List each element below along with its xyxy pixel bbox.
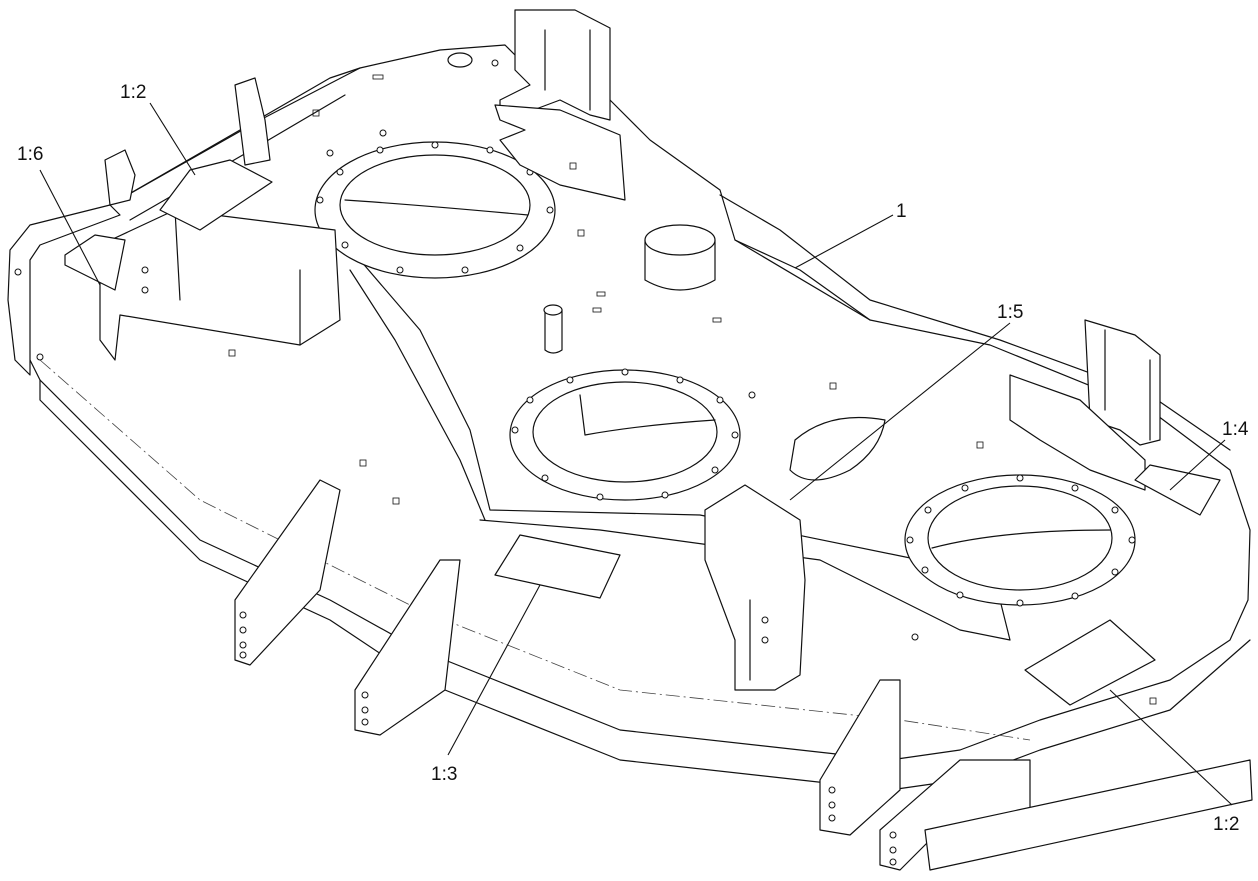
pivot-pin	[543, 304, 563, 354]
leader-1-3	[447, 584, 541, 756]
decal-1-6-shape	[64, 234, 126, 291]
front-arm-5	[879, 759, 1253, 871]
callout-1-5: 1:5	[997, 302, 1023, 323]
front-arm-3	[704, 484, 806, 691]
spindle-ring-center	[509, 368, 741, 501]
leader-1-2-bottom	[1109, 689, 1233, 806]
front-arm-4	[819, 679, 901, 836]
callout-1: 1	[896, 201, 907, 222]
leader-lines	[39, 102, 1233, 806]
idler-boss	[644, 224, 716, 291]
leader-1	[794, 214, 894, 269]
spindle-ring-right	[904, 474, 1136, 607]
callout-1-2-bottom: 1:2	[1213, 814, 1239, 835]
decal-1-2-bottom-shape	[1024, 619, 1156, 706]
left-hanger-bracket	[99, 77, 341, 361]
callout-1-3: 1:3	[431, 764, 457, 785]
spindle-ring-left	[314, 141, 556, 279]
oval-cover	[789, 416, 886, 481]
callout-1-4: 1:4	[1222, 419, 1249, 440]
leader-1-6	[39, 169, 101, 286]
grease-fitting	[447, 52, 473, 68]
decal-1-4-shape	[1134, 464, 1221, 516]
leader-1-5	[789, 322, 1011, 501]
rear-bracket-top	[494, 9, 626, 201]
rear-bracket-right	[1009, 319, 1161, 491]
decal-1-3-shape	[494, 534, 621, 599]
decal-1-2-top-shape	[159, 159, 273, 231]
front-arm-2	[354, 559, 461, 736]
callout-1-2-top: 1:2	[120, 82, 146, 103]
leader-1-4	[1169, 439, 1226, 491]
leader-1-2-top	[149, 102, 196, 176]
front-arm-1	[234, 479, 341, 666]
callout-1-6: 1:6	[17, 144, 43, 165]
deck-slots	[14, 59, 1157, 705]
